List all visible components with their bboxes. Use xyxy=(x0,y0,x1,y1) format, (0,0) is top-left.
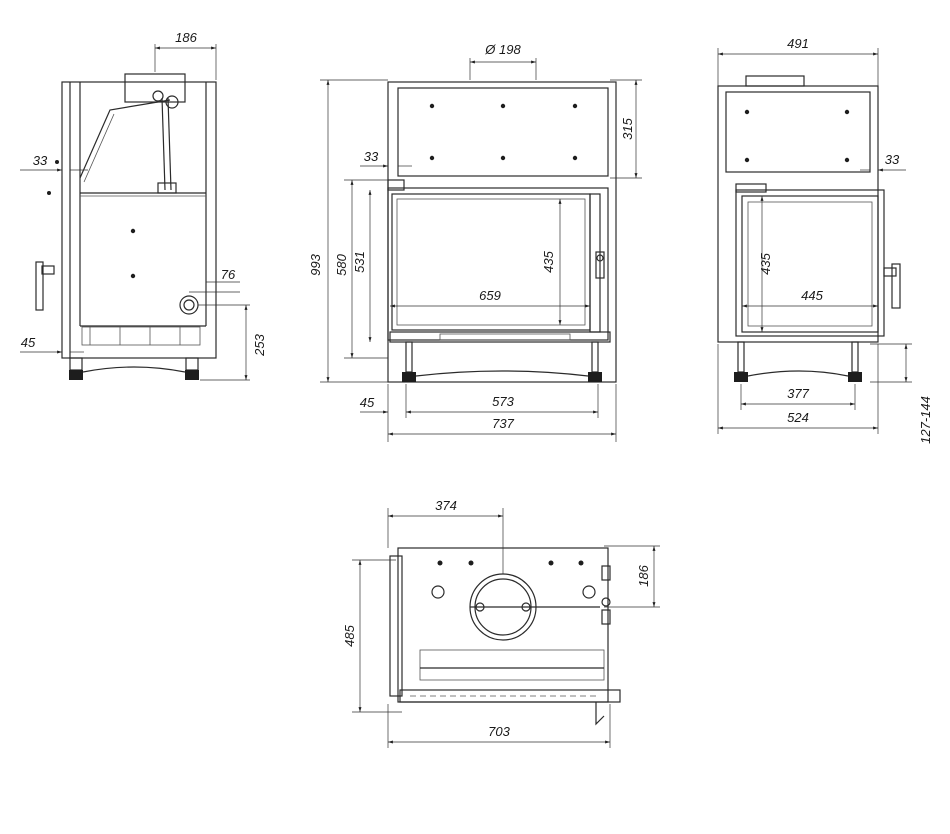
dim-front-bottom-offset: 45 xyxy=(360,395,375,410)
dim-side-bottom-offset: 45 xyxy=(21,335,36,350)
dim-top-depth: 485 xyxy=(342,624,357,646)
dim-front-flue-diameter: Ø 198 xyxy=(484,42,521,57)
right-view-labels: 491 33 435 445 377 524 127-144 xyxy=(758,36,933,444)
side-view xyxy=(20,44,250,381)
front-view-labels: Ø 198 315 33 993 580 531 435 659 45 573 … xyxy=(308,42,635,431)
right-view xyxy=(717,48,912,434)
dim-front-glass-width: 659 xyxy=(479,288,501,303)
dim-front-total-height: 993 xyxy=(308,253,323,275)
side-view-labels: 186 33 76 45 253 xyxy=(21,30,267,357)
dim-front-glass-height: 435 xyxy=(541,250,556,272)
top-view-labels: 374 186 485 703 xyxy=(342,498,651,739)
dim-side-left-offset: 33 xyxy=(33,153,48,168)
dim-side-flue-height: 253 xyxy=(252,333,267,356)
dim-side-flue-offset: 76 xyxy=(221,267,236,282)
top-view xyxy=(352,508,660,748)
dim-right-total-width: 491 xyxy=(787,36,809,51)
dim-front-leg-span: 573 xyxy=(492,394,514,409)
dim-top-flue-offset: 374 xyxy=(435,498,457,513)
front-view xyxy=(320,58,642,442)
dim-front-total-width: 737 xyxy=(492,416,514,431)
dim-front-left-offset: 33 xyxy=(364,149,379,164)
dim-top-width: 703 xyxy=(488,724,510,739)
dim-right-glass-width: 445 xyxy=(801,288,823,303)
dim-right-leg-height: 127-144 xyxy=(918,396,933,444)
dim-front-door-height: 580 xyxy=(334,253,349,275)
dim-right-offset: 33 xyxy=(885,152,900,167)
dim-side-top-width: 186 xyxy=(175,30,197,45)
dim-right-leg-span: 377 xyxy=(787,386,809,401)
dim-top-flue-depth: 186 xyxy=(636,564,651,586)
dim-right-glass-height: 435 xyxy=(758,252,773,274)
dim-front-top-height: 315 xyxy=(620,117,635,139)
dim-front-glass-height-outer: 531 xyxy=(352,251,367,273)
dim-right-base-width: 524 xyxy=(787,410,809,425)
